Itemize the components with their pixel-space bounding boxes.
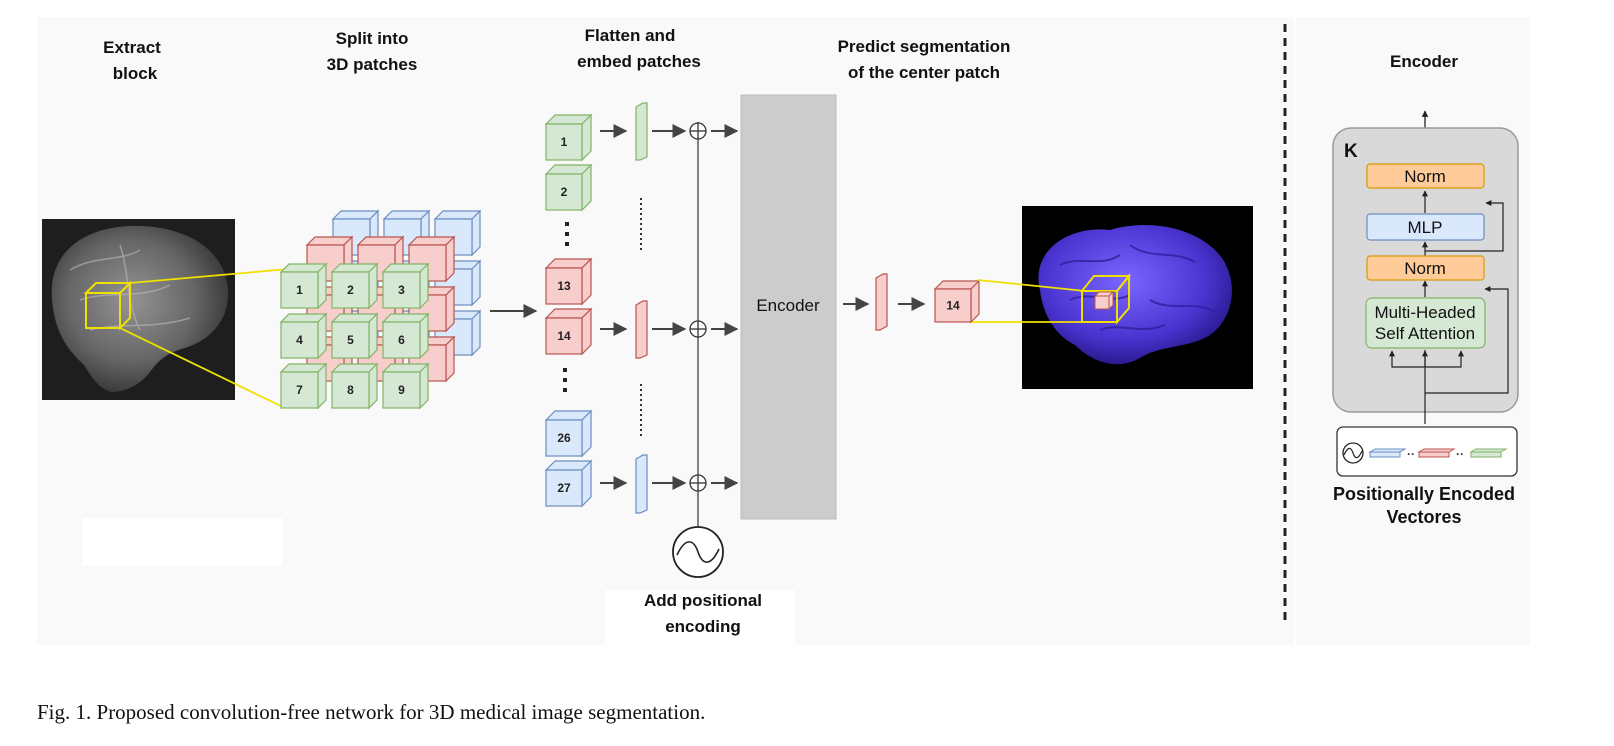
output-embedding bbox=[875, 273, 888, 331]
patch-number: 1 bbox=[561, 135, 568, 149]
encoder-block bbox=[740, 94, 837, 520]
heading-split-line2: 3D patches bbox=[327, 55, 418, 74]
patch-number: 14 bbox=[557, 329, 571, 343]
norm-top-label: Norm bbox=[1404, 167, 1446, 186]
encoder-detail: K Norm MLP Norm Multi-Headed Self Attent… bbox=[1332, 110, 1519, 527]
heading-extract-line1: Extract bbox=[103, 38, 161, 57]
front-layer-patch: 6 bbox=[381, 312, 430, 360]
norm-top-box bbox=[1366, 163, 1485, 189]
sequence-patch: 13 bbox=[544, 257, 593, 306]
mri-slice-image bbox=[42, 219, 235, 400]
front-layer-patch: 3 bbox=[381, 262, 430, 310]
patch-number: 27 bbox=[557, 481, 571, 495]
heading-predict-line2: of the center patch bbox=[848, 63, 1000, 82]
figure-caption: Fig. 1. Proposed convolution-free networ… bbox=[37, 700, 706, 724]
embedding-row-14 bbox=[600, 300, 739, 359]
svg-text:··: ·· bbox=[1456, 447, 1464, 461]
heading-flatten-line2: embed patches bbox=[577, 52, 701, 71]
front-layer-patch: 9 bbox=[381, 362, 430, 410]
front-layer-patch: 2 bbox=[330, 262, 379, 310]
repeat-label: K bbox=[1344, 141, 1358, 162]
embedding-row-1 bbox=[600, 102, 739, 161]
norm-bottom-box bbox=[1366, 255, 1485, 281]
patch-grid: 1 2 3 4 5 6 7 8 9 bbox=[279, 209, 482, 410]
patch-number: 4 bbox=[296, 333, 303, 347]
patch-number: 7 bbox=[296, 383, 303, 397]
output-patch: 14 bbox=[933, 279, 981, 324]
heading-encoder: Encoder bbox=[1390, 52, 1458, 71]
sequence-patch: 1 bbox=[544, 113, 593, 162]
positional-encoding-icon bbox=[672, 526, 724, 578]
patch-number: 2 bbox=[347, 283, 354, 297]
mlp-box bbox=[1366, 213, 1485, 241]
front-layer-patch: 5 bbox=[330, 312, 379, 360]
encoder-block-label: Encoder bbox=[756, 296, 820, 315]
output-patch-cube: 14 bbox=[933, 279, 981, 324]
attention-label-line2: Self Attention bbox=[1375, 324, 1475, 343]
sequence-ellipsis bbox=[563, 222, 569, 392]
patch-number: 6 bbox=[398, 333, 405, 347]
heading-split-line1: Split into bbox=[336, 29, 409, 48]
front-layer-patch: 1 bbox=[279, 262, 328, 310]
heading-flatten-line1: Flatten and bbox=[585, 26, 676, 45]
sequence-patch: 14 bbox=[544, 307, 593, 356]
patch-number: 26 bbox=[557, 431, 571, 445]
patch-number: 8 bbox=[347, 383, 354, 397]
attention-label-line1: Multi-Headed bbox=[1374, 303, 1475, 322]
segmentation-brain-image bbox=[1022, 206, 1253, 389]
front-layer-patch: 8 bbox=[330, 362, 379, 410]
architecture-diagram: Extract block Split into 3D patches Flat… bbox=[42, 24, 1519, 636]
positional-vectors-label-line1: Positionally Encoded bbox=[1333, 484, 1515, 504]
norm-bottom-label: Norm bbox=[1404, 259, 1446, 278]
heading-extract-line2: block bbox=[113, 64, 158, 83]
sequence-patch: 27 bbox=[544, 459, 593, 508]
add-node-14 bbox=[689, 320, 707, 338]
patch-number: 9 bbox=[398, 383, 405, 397]
svg-text:··: ·· bbox=[1407, 447, 1415, 461]
heading-add-pe-line2: encoding bbox=[665, 617, 741, 636]
add-node-27 bbox=[689, 474, 707, 492]
patch-number: 3 bbox=[398, 283, 405, 297]
embedding-row-27 bbox=[600, 454, 739, 514]
front-layer-patch: 4 bbox=[279, 312, 328, 360]
positional-vectors-label-line2: Vectores bbox=[1386, 507, 1461, 527]
add-node-1 bbox=[689, 122, 707, 140]
sequence-patch: 26 bbox=[544, 409, 593, 458]
patch-number: 1 bbox=[296, 283, 303, 297]
heading-add-pe-line1: Add positional bbox=[644, 591, 762, 610]
heading-predict-line1: Predict segmentation bbox=[838, 37, 1011, 56]
attention-box bbox=[1365, 297, 1486, 349]
sequence-patch: 2 bbox=[544, 163, 593, 212]
patch-number: 14 bbox=[946, 299, 960, 313]
patch-number: 5 bbox=[347, 333, 354, 347]
front-layer-patch: 7 bbox=[279, 362, 328, 410]
mlp-label: MLP bbox=[1408, 218, 1443, 237]
patch-number: 13 bbox=[557, 279, 571, 293]
patch-number: 2 bbox=[561, 185, 568, 199]
